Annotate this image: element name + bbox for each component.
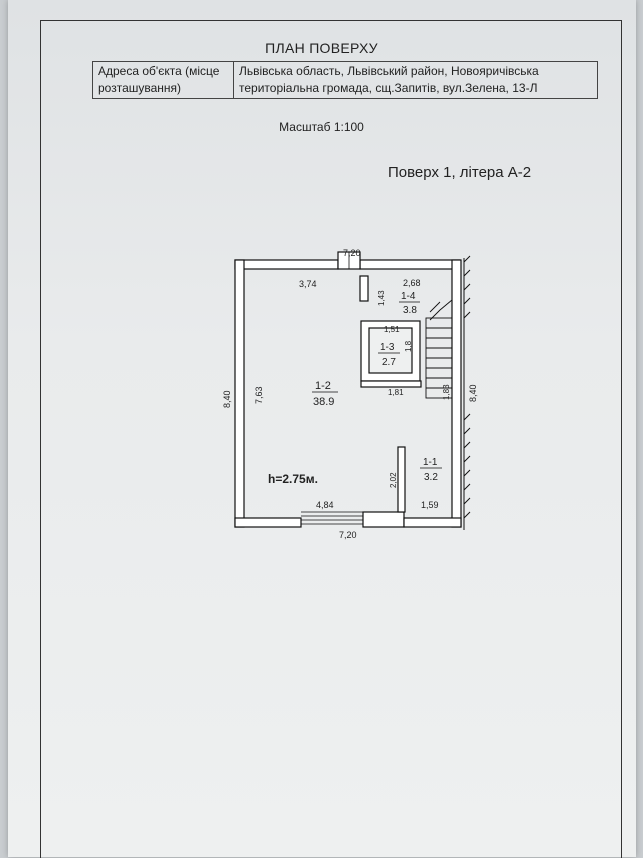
dim-room3-width-top: 1,51 (384, 325, 400, 334)
ceiling-height-label: h=2.75м. (268, 472, 318, 486)
room-area-1-3: 2.7 (382, 357, 396, 368)
entrance-door (301, 511, 363, 525)
dim-room4-width: 2,68 (403, 278, 421, 288)
room-id-1-1: 1-1 (423, 457, 438, 468)
scale-label: Масштаб 1:100 (279, 120, 364, 134)
floor-label: Поверх 1, літера А-2 (388, 164, 532, 181)
staircase (425, 299, 453, 399)
dim-left-overall: 8,40 (222, 390, 232, 408)
room-area-1-1: 3.2 (424, 472, 438, 483)
dim-top-overall: 7,20 (343, 248, 361, 258)
document-sheet (8, 0, 636, 858)
room-area-1-4: 3.8 (403, 305, 417, 316)
dim-room1-width: 1,59 (421, 500, 439, 510)
dim-room3-width-bottom: 1,81 (388, 388, 404, 397)
room-id-1-2: 1-2 (315, 380, 331, 392)
dim-room3-height: 1,8 (404, 340, 413, 352)
address-label: Адреса об'єкта (місце розташування) (92, 61, 234, 99)
dim-room2-width-top: 3,74 (299, 279, 317, 289)
dim-room2-width-bottom: 4,84 (316, 500, 334, 510)
dim-room4-depth: 1,43 (377, 290, 386, 306)
room-id-1-4: 1-4 (401, 291, 416, 302)
dim-bottom-overall: 7,20 (339, 530, 357, 540)
dim-room2-height: 7,63 (254, 386, 264, 404)
address-value: Львівська область, Львівський район, Нов… (233, 61, 598, 99)
address-table: Адреса об'єкта (місце розташування) Льві… (92, 61, 598, 99)
room-area-1-2: 38.9 (313, 396, 334, 408)
dim-room1-depth: 2,02 (389, 472, 398, 488)
outer-walls (234, 259, 462, 528)
dim-right-overall: 8,40 (468, 384, 478, 402)
dim-stair-height: 1,83 (442, 384, 451, 400)
interior-walls (359, 275, 422, 513)
ground-hatching (463, 255, 471, 530)
room-id-1-3: 1-3 (380, 342, 395, 353)
sheet-border (40, 20, 622, 858)
document-title: ПЛАН ПОВЕРХУ (265, 40, 378, 56)
